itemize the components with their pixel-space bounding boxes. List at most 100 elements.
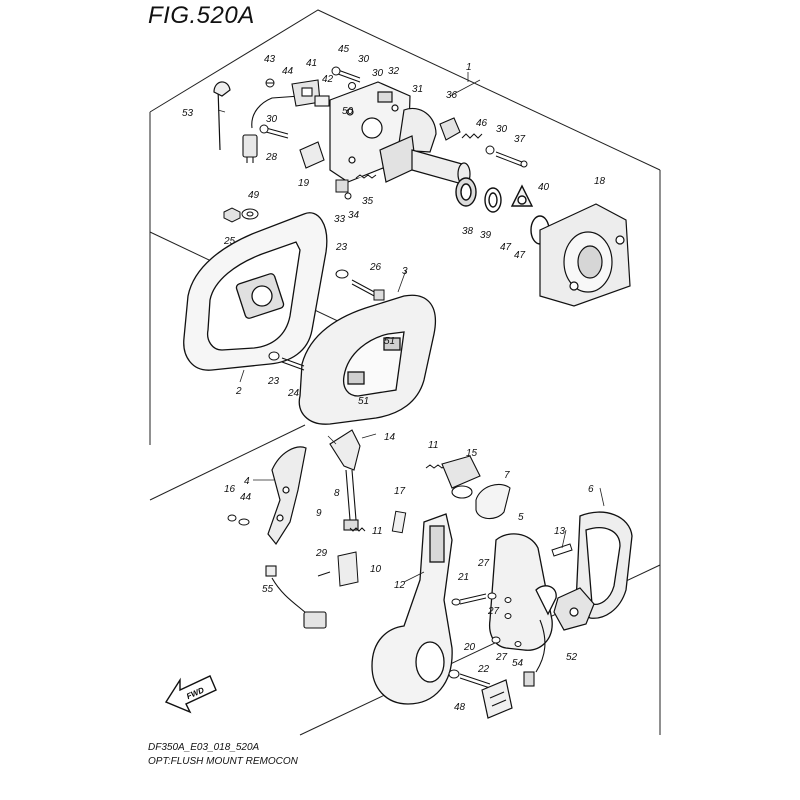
part-2-bezel [183,212,328,371]
part-4-bracket [267,446,307,546]
callout-51b: 51 [358,396,369,407]
callout-41: 41 [306,58,317,69]
part-31-shaft [379,107,471,186]
callout-10: 10 [370,564,382,575]
callout-43: 43 [264,54,276,65]
parts-46-37-screw-set [461,133,528,168]
callout-30d: 30 [496,124,508,135]
figure-title: FIG.520A [148,2,255,29]
callout-36: 36 [446,90,458,101]
fwd-arrow-icon: FWD [164,675,217,714]
callout-37: 37 [514,134,526,145]
part-12-lever-body [371,513,453,705]
part-3-gasket [298,294,436,425]
callout-11b: 11 [372,526,382,537]
part-14-lever [329,429,361,531]
callout-3: 3 [402,266,408,277]
callout-29: 29 [315,548,328,559]
callout-30a: 30 [358,54,370,65]
callout-labels: 1 2 3 4 5 6 7 8 9 10 11 11 12 13 14 15 1… [182,44,606,713]
callout-49: 49 [248,190,260,201]
callout-53: 53 [182,108,194,119]
leader-lines [217,72,605,583]
callout-17: 17 [394,486,406,497]
callout-23b: 23 [267,376,280,387]
washer-stack [455,177,550,245]
callout-23a: 23 [335,242,348,253]
figure-code: DF350A_E03_018_520A [148,742,260,753]
callout-11a: 11 [428,440,438,451]
callout-21: 21 [457,572,469,583]
parts-23-26 [335,269,385,301]
part-28-harness [242,95,301,163]
callout-55: 55 [262,584,274,595]
part-5-cover [488,533,557,651]
callout-35: 35 [362,196,374,207]
callout-42: 42 [322,74,334,85]
callout-50: 50 [342,106,354,117]
callout-46: 46 [476,118,488,129]
callout-44b: 44 [240,492,252,503]
callout-15: 15 [466,448,478,459]
part-53-cable-tie [213,81,231,151]
callout-5: 5 [518,512,524,523]
part-52-switch [553,587,595,631]
callout-28: 28 [265,152,278,163]
callout-8: 8 [334,488,340,499]
figure-caption: OPT:FLUSH MOUNT REMOCON [148,756,298,767]
callout-16: 16 [224,484,236,495]
callout-44a: 44 [282,66,294,77]
part-13-pin [551,543,573,557]
callout-4: 4 [244,476,250,487]
callout-38: 38 [462,226,474,237]
callout-9: 9 [316,508,322,519]
part-41-switch [291,79,330,107]
callout-27a: 27 [477,558,490,569]
callout-40: 40 [538,182,550,193]
callout-25: 25 [223,236,236,247]
callout-32: 32 [388,66,400,77]
springs-11 [349,464,447,532]
callout-24: 24 [287,388,300,399]
callout-27c: 27 [495,652,508,663]
callout-2: 2 [235,386,242,397]
callout-48: 48 [454,702,466,713]
callout-20: 20 [463,642,476,653]
callout-26: 26 [369,262,382,273]
part-36-block [439,117,461,141]
parts-23-24 [268,351,305,371]
part-19-clip [299,141,325,169]
parts-20-22-27-screws [451,592,522,647]
part-55-harness [265,565,327,629]
callout-54: 54 [512,658,524,669]
callout-14: 14 [384,432,396,443]
callout-31: 31 [412,84,423,95]
part-54-wire [523,619,546,687]
callout-51a: 51 [384,336,395,347]
callout-30b: 30 [372,68,384,79]
part-17-shim [391,510,407,534]
callout-27b: 27 [487,606,500,617]
callout-18: 18 [594,176,606,187]
callout-47b: 47 [514,250,526,261]
callout-30c: 30 [266,114,278,125]
callout-33: 33 [334,214,346,225]
parts-33-35-detent [335,174,377,200]
part-48-screw [448,669,491,689]
part-18-housing [539,203,631,307]
callout-47a: 47 [500,242,512,253]
parts-15-7 [441,455,511,520]
parts-49-25 [223,207,259,223]
callout-39: 39 [480,230,492,241]
parts-29-10 [317,551,359,587]
callout-6: 6 [588,484,594,495]
callout-34: 34 [348,210,360,221]
callout-13: 13 [554,526,566,537]
part-6-cap [575,511,633,619]
callout-52: 52 [566,652,578,663]
callout-19: 19 [298,178,310,189]
callout-45: 45 [338,44,350,55]
parts-16-44 [227,514,250,526]
callout-1: 1 [466,62,472,73]
